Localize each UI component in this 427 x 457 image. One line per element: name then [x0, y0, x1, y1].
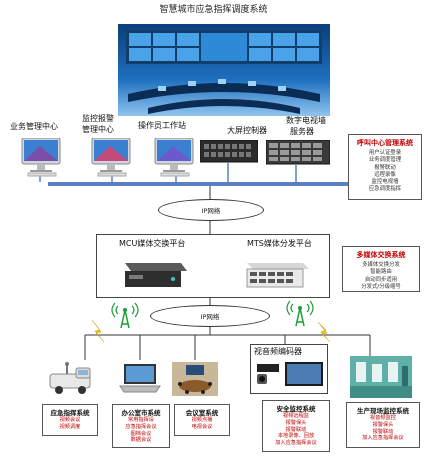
bottom-system-item: 报警保头 [285, 419, 307, 426]
media-exchange-item: 自动同步适用 [364, 276, 398, 283]
bottom-system-title: 会议室系统 [185, 409, 219, 417]
factory-floor-icon [350, 356, 412, 398]
call-center-item: 监控电视墙 [371, 179, 399, 186]
command-center-image [118, 24, 330, 116]
media-exchange-item: 智能路由 [370, 269, 392, 276]
wireless-tower-icon [286, 300, 314, 327]
bottom-system-title: 应急指挥系统 [50, 409, 90, 417]
video-encoder-box: 视音频编码器 [250, 344, 328, 394]
bottom-system-item: 常用指挥设 [128, 417, 154, 423]
bottom-system-item: 加入应急指挥会议 [275, 440, 317, 446]
monitor-center-label: 管理中心 [82, 125, 114, 134]
media-exchange-item: 多媒体交换分发 [362, 262, 400, 268]
desktop-computer-icon [91, 138, 131, 177]
video-encoder-label: 视音频编码器 [254, 347, 302, 356]
diagram-title: 智慧城市应急指挥调度系统 [159, 5, 268, 15]
call-center-box: 呼叫中心管理系统 用户认证登录 业务调度管理 报警联动 远程录像 监控电视墙 应… [348, 134, 422, 200]
meeting-room-box: 会议室系统 视频点播 电视会议 [174, 404, 230, 436]
mcu-server-icon [125, 263, 187, 287]
call-center-item: 业务调度管理 [368, 157, 402, 164]
desktop-computer-icon [154, 138, 194, 177]
bottom-system-item: 电视会议 [191, 423, 213, 430]
bottom-system-item: 视频点播 [191, 417, 213, 423]
bottom-system-item: 数据会议 [130, 437, 152, 444]
encoder-devices-icon [257, 362, 323, 386]
mts-label: MTS媒体分发平台 [247, 239, 312, 248]
bottom-system-item: 视频会议 [59, 417, 81, 423]
security-monitor-box: 安全监控系统 视频远程监 报警保头 报警联动 本地录像、回放 加入应急指挥会议 [262, 400, 330, 452]
matrix-controller-icon [200, 140, 258, 163]
bottom-system-item: 报警保头 [372, 421, 394, 428]
bottom-system-title: 安全监控系统 [276, 405, 316, 413]
call-center-item: 远程录像 [374, 171, 396, 178]
bottom-system-item: 应急指挥会议 [125, 423, 157, 430]
monitor-center-label: 监控报警 [82, 114, 114, 123]
media-platform-box: MCU媒体交换平台 MTS媒体分发平台 [96, 234, 330, 298]
call-center-item: 报警联动 [374, 164, 396, 171]
big-screen-label: 大屏控制器 [227, 126, 267, 135]
call-center-title: 呼叫中心管理系统 [357, 139, 413, 147]
bottom-system-item: 报警联动 [285, 426, 307, 433]
bottom-system-title: 办公室市系统 [121, 409, 161, 417]
ip-network-node: IP网络 [158, 199, 264, 221]
bottom-system-item: 视频调度 [59, 423, 81, 430]
record-server-label: 数字电视墙 [286, 116, 326, 125]
biz-center-label: 业务管理中心 [10, 122, 58, 131]
mts-server-icon [246, 263, 309, 288]
desktop-computer-icon [21, 138, 61, 177]
wireless-tower-icon [111, 302, 139, 329]
record-server-label: 服务器 [290, 127, 314, 136]
bottom-system-item: 报警联动 [372, 428, 394, 435]
mcu-label: MCU媒体交换平台 [119, 239, 186, 248]
media-exchange-box: 多媒体交换系统 多媒体交换分发 智能路由 自动同步适用 分发式/分级缩号 [342, 246, 420, 292]
lan-bus [48, 182, 348, 186]
operator-label: 操作员工作站 [138, 121, 186, 130]
media-exchange-item: 分发式/分级缩号 [361, 283, 401, 290]
wireless-bolt-icon [317, 321, 331, 343]
meeting-room-icon [172, 362, 218, 396]
storage-server-icon [266, 140, 330, 165]
media-exchange-title: 多媒体交换系统 [356, 251, 406, 259]
command-vehicle-icon [49, 362, 91, 394]
bottom-system-item: 视音频监控 [370, 415, 396, 421]
call-center-item: 用户认证登录 [368, 150, 402, 156]
wireless-bolt-icon [91, 319, 105, 343]
office-system-box: 办公室市系统 常用指挥设 应急指挥会议 图档会议 数据会议 [112, 404, 170, 448]
emergency-command-box: 应急指挥系统 视频会议 视频调度 [42, 404, 98, 436]
call-center-item: 应急调度指挥 [368, 186, 402, 193]
bottom-system-item: 视频远程监 [283, 413, 309, 419]
bottom-system-item: 本地录像、回放 [277, 433, 315, 440]
bottom-system-item: 图档会议 [130, 430, 152, 437]
laptop-icon [119, 364, 161, 393]
ip-network-node: IP网络 [150, 305, 270, 327]
bottom-system-item: 加入应急指挥会议 [362, 435, 404, 442]
bottom-system-title: 生产现场监控系统 [357, 407, 409, 415]
production-monitor-box: 生产现场监控系统 视音频监控 报警保头 报警联动 加入应急指挥会议 [346, 402, 420, 448]
